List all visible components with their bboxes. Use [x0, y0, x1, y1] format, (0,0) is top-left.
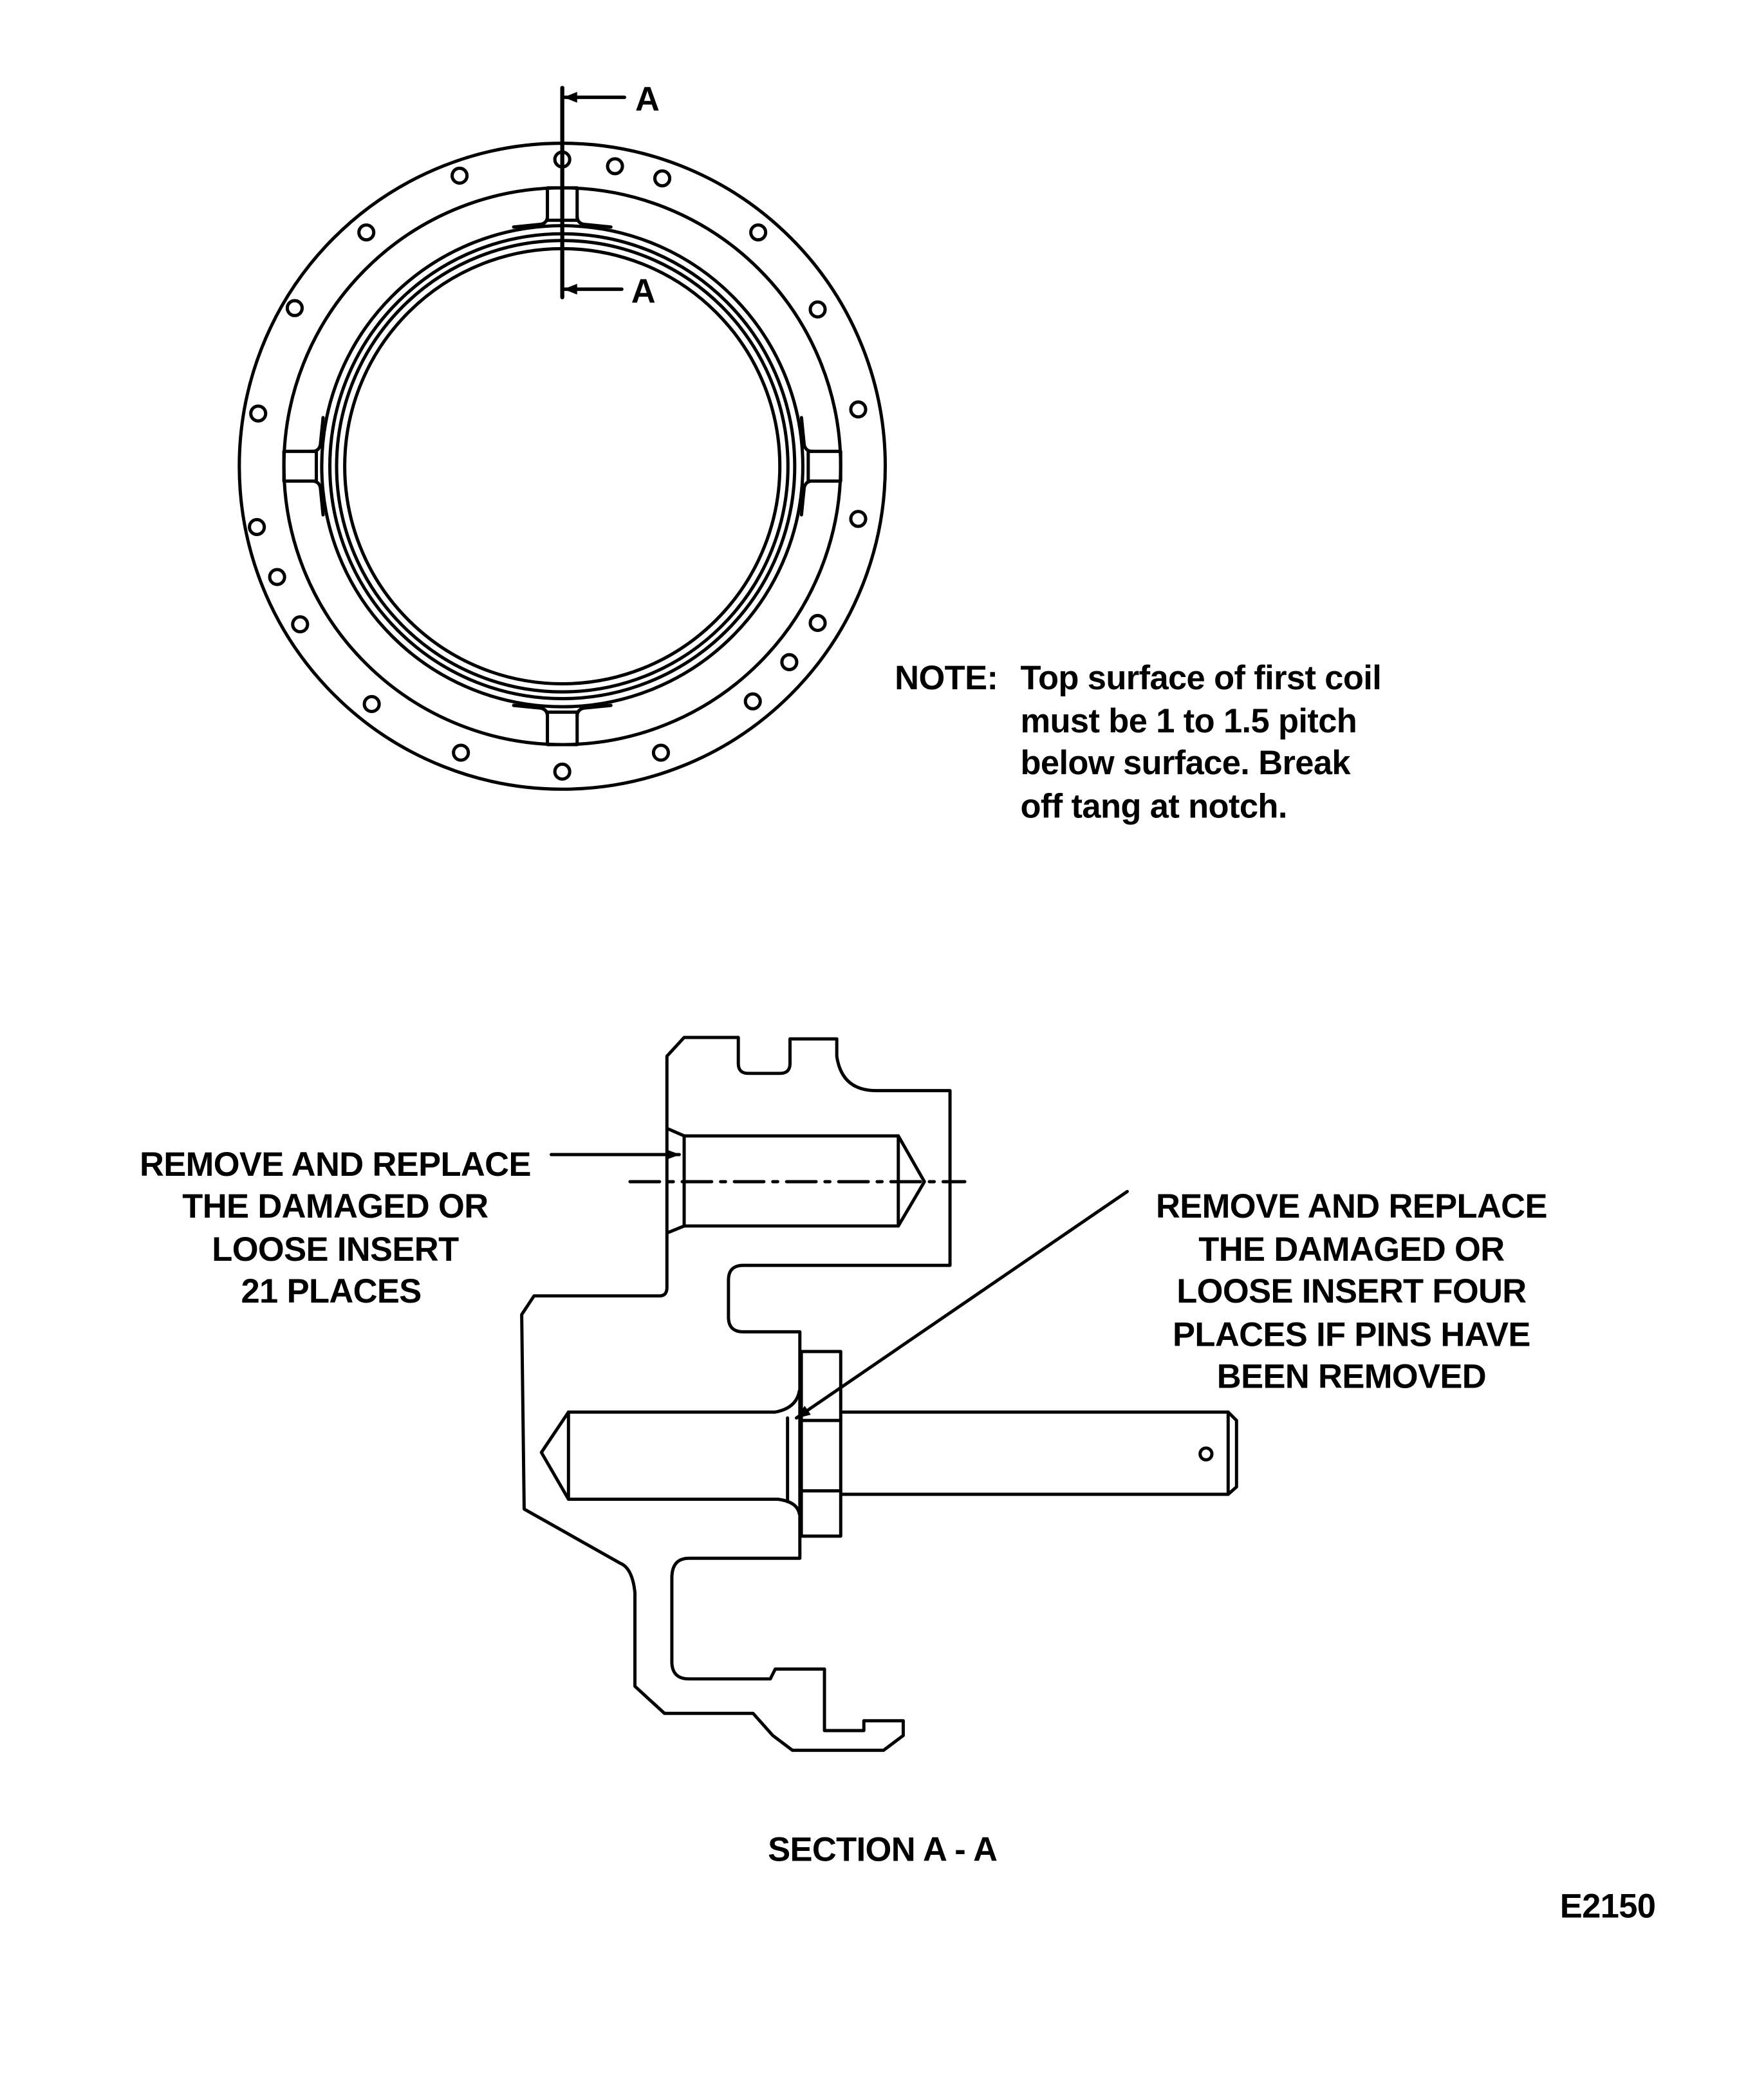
callout-line: 21 PLACES	[241, 1272, 422, 1310]
pin-assembly	[539, 1350, 1238, 1538]
bolt-holes	[248, 150, 868, 781]
bolt-hole	[749, 223, 768, 242]
tang-notch	[282, 416, 325, 517]
bolt-hole	[362, 694, 381, 714]
bolt-hole	[849, 510, 868, 528]
hex-nut	[799, 1350, 842, 1538]
section-cut-line: A A	[560, 80, 660, 310]
bolt-hole	[451, 166, 469, 185]
tang-notch	[799, 416, 842, 517]
callout-left: REMOVE AND REPLACE THE DAMAGED OR LOOSE …	[140, 1146, 531, 1310]
bore-ring-3	[335, 239, 790, 694]
callout-right: REMOVE AND REPLACE THE DAMAGED OR LOOSE …	[1156, 1187, 1547, 1396]
callout-line: PLACES IF PINS HAVE	[1173, 1315, 1530, 1353]
note-line: off tang at notch.	[1020, 787, 1287, 825]
bolt-hole	[249, 404, 268, 423]
callout-line: THE DAMAGED OR	[182, 1187, 488, 1225]
callout-line: LOOSE INSERT FOUR	[1176, 1272, 1526, 1310]
callout-line: REMOVE AND REPLACE	[1156, 1187, 1547, 1225]
callout-line: REMOVE AND REPLACE	[140, 1146, 531, 1184]
bolt-hole	[553, 762, 572, 781]
note-line: Top surface of first coil	[1020, 659, 1381, 697]
callout-line: THE DAMAGED OR	[1198, 1231, 1504, 1268]
bolt-hole	[651, 743, 671, 762]
tang-notch	[512, 703, 613, 747]
figure-id: E2150	[1560, 1888, 1656, 1926]
bolt-hole	[849, 400, 868, 419]
bore-ring-4	[343, 246, 782, 685]
section-marker-top: A	[635, 80, 659, 118]
housing-section-outline	[520, 1036, 952, 1752]
bore-ring-2	[328, 232, 797, 701]
bolt-hole	[291, 615, 310, 634]
pin	[839, 1410, 1238, 1496]
pin-hole	[1198, 1446, 1214, 1462]
bolt-hole	[808, 613, 827, 633]
tang-notches	[282, 186, 842, 747]
note-block: NOTE: Top surface of first coil must be …	[895, 659, 1382, 825]
bolt-hole	[285, 299, 304, 317]
section-marker-bottom: A	[631, 272, 655, 310]
callout-line: LOOSE INSERT	[212, 1231, 459, 1268]
upper-insert	[628, 1127, 967, 1234]
note-line: below surface. Break	[1020, 744, 1351, 782]
leader-arrow-right	[794, 1189, 1129, 1420]
callout-line: BEEN REMOVED	[1217, 1357, 1486, 1395]
bolt-hole	[808, 300, 827, 319]
section-title: SECTION A - A	[768, 1830, 997, 1868]
bolt-hole	[357, 223, 376, 242]
bolt-hole	[743, 692, 762, 711]
bolt-hole	[268, 568, 286, 586]
bolt-hole	[452, 743, 470, 762]
bolt-hole	[248, 517, 266, 536]
bolt-hole	[653, 169, 672, 188]
note-label: NOTE:	[895, 659, 998, 697]
bolt-hole	[780, 653, 799, 671]
bolt-hole	[606, 157, 624, 176]
note-line: must be 1 to 1.5 pitch	[1020, 702, 1357, 740]
section-view	[520, 1036, 1238, 1752]
